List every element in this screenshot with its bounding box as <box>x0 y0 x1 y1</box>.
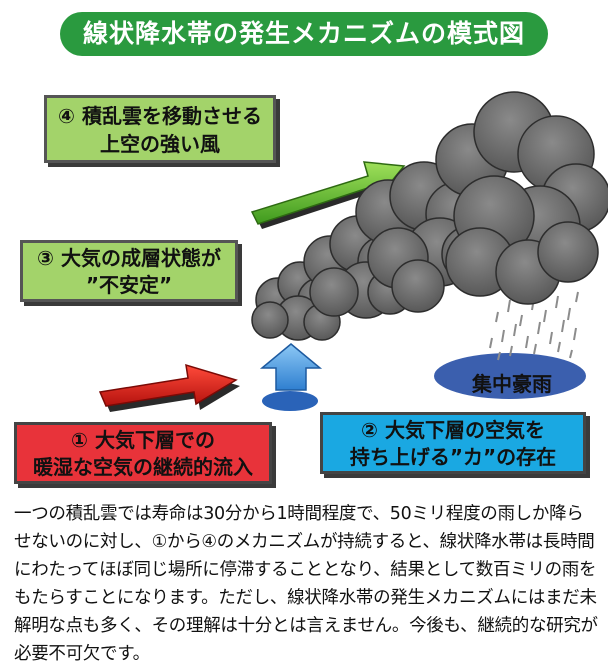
label-item-2-line1: ② 大気下層の空気を <box>361 418 545 442</box>
label-item-4: ④ 積乱雲を移動させる 上空の強い風 <box>44 95 276 163</box>
rain-area-ellipse <box>434 353 586 399</box>
cloud-icon <box>251 91 608 341</box>
label-item-1-line1: ① 大気下層での <box>71 428 215 452</box>
caption-text: 一つの積乱雲では寿命は30分から1時間程度で、50ミリ程度の雨しか降らせないのに… <box>14 504 598 664</box>
rain-streaks-icon <box>489 291 579 361</box>
red-arrow-icon <box>98 363 240 412</box>
label-item-2: ② 大気下層の空気を 持ち上げる”カ”の存在 <box>320 412 586 474</box>
rain-label: 集中豪雨 <box>472 372 552 396</box>
label-item-4-line1: ④ 積乱雲を移動させる <box>58 104 262 128</box>
label-item-3-line1: ③ 大気の成層状態が <box>37 246 221 270</box>
label-item-3-line2: ”不安定” <box>85 273 173 297</box>
blue-up-arrow-icon <box>259 343 323 391</box>
lift-base-ellipse <box>262 391 318 411</box>
label-item-1: ① 大気下層での 暖湿な空気の継続的流入 <box>14 422 272 484</box>
label-item-4-line2: 上空の強い風 <box>100 132 220 156</box>
label-item-2-line2: 持ち上げる”カ”の存在 <box>349 445 557 469</box>
label-item-1-line2: 暖湿な空気の継続的流入 <box>33 455 253 479</box>
page-title: 線状降水帯の発生メカニズムの模式図 <box>60 12 548 56</box>
label-item-3: ③ 大気の成層状態が ”不安定” <box>20 240 238 302</box>
